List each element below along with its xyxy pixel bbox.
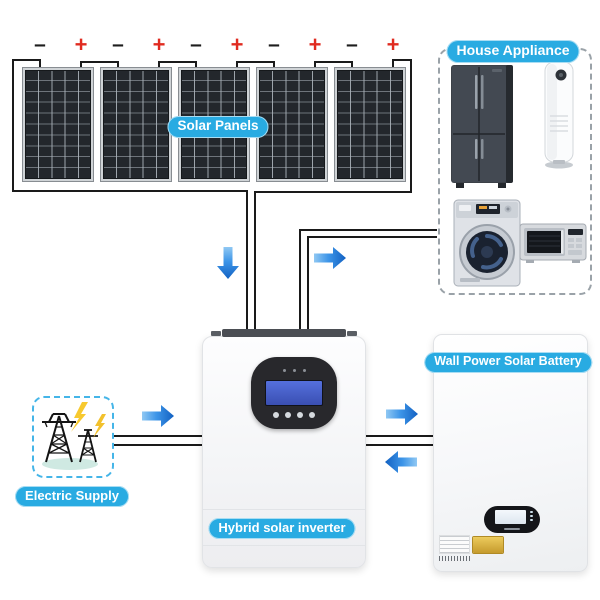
electric-supply-label: Electric Supply xyxy=(15,486,129,508)
terminal-plus-label: + xyxy=(308,32,322,57)
inverter-control-panel xyxy=(251,357,337,429)
appliance-wires xyxy=(299,229,437,340)
transmission-towers-icon xyxy=(42,402,106,470)
lightning-icon xyxy=(71,402,88,432)
flow-arrow-from-grid-icon xyxy=(142,405,174,427)
refrigerator-icon xyxy=(451,65,513,188)
terminal-plus-label: + xyxy=(74,32,88,57)
grid-wires xyxy=(114,435,210,446)
solar-panel xyxy=(101,68,171,181)
large-pylon xyxy=(42,413,76,463)
flow-arrow-down-icon xyxy=(217,247,239,279)
flow-arrow-to-battery-icon xyxy=(386,403,418,425)
inverter-mount-bar xyxy=(211,329,357,337)
terminal-minus-label: – xyxy=(268,33,280,56)
inverter-label: Hybrid solar inverter xyxy=(208,518,356,540)
solar-panel xyxy=(335,68,405,181)
small-pylon xyxy=(78,429,98,463)
house-appliance-label: House Appliance xyxy=(446,40,580,63)
microwave-icon xyxy=(519,223,587,263)
wall-battery xyxy=(433,334,588,572)
battery-lcd-screen xyxy=(495,510,526,524)
electric-supply-box xyxy=(32,396,114,478)
battery-status-leds xyxy=(530,511,533,521)
terminal-minus-label: – xyxy=(190,33,202,56)
solar-panel xyxy=(23,68,93,181)
battery-label: Wall Power Solar Battery xyxy=(424,352,592,373)
flow-arrow-from-battery-icon xyxy=(385,451,417,473)
terminal-plus-label: + xyxy=(230,32,244,57)
terminal-minus-label: – xyxy=(34,33,46,56)
terminal-minus-label: – xyxy=(346,33,358,56)
air-conditioner-icon xyxy=(544,61,574,169)
battery-spec-label xyxy=(439,535,470,554)
washing-machine-icon xyxy=(453,199,521,287)
inverter-status-leds xyxy=(251,369,337,372)
lightning-icon xyxy=(93,414,106,438)
battery-control-panel xyxy=(484,506,540,533)
flow-arrow-to-appliances-icon xyxy=(314,247,346,269)
terminal-plus-label: + xyxy=(386,32,400,57)
inverter-lcd-screen xyxy=(265,380,323,406)
solar-panels-label: Solar Panels xyxy=(167,116,269,138)
terminal-plus-label: + xyxy=(152,32,166,57)
battery-barcode xyxy=(439,556,470,561)
battery-gold-sticker xyxy=(473,537,503,553)
terminal-minus-label: – xyxy=(112,33,124,56)
inverter-buttons xyxy=(251,412,337,418)
battery-wires xyxy=(360,435,440,446)
